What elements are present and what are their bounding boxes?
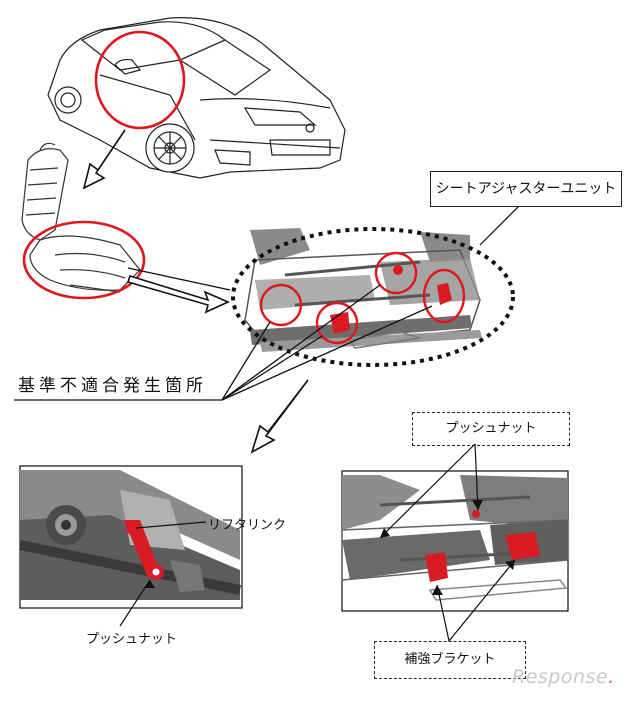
watermark-rest: esponse [525, 666, 609, 688]
seat-frame-drawing [244, 228, 482, 352]
reinforcement-bracket-label: 補強ブラケット [374, 641, 526, 679]
highlight-circle-seat [22, 220, 146, 300]
arrow-icon [126, 275, 230, 314]
response-watermark: Response. [512, 666, 615, 688]
car-drawing [47, 17, 346, 179]
push-nut-label-bottom: プッシュナット [86, 632, 178, 647]
seat-drawing [21, 142, 141, 293]
highlight-circle-4 [422, 268, 466, 324]
arrow-icon [250, 379, 309, 454]
watermark-dot: . [608, 666, 615, 688]
watermark-prefix: R [512, 666, 526, 688]
highlight-circle-1 [259, 283, 303, 327]
detail-left-drawing [18, 470, 242, 600]
seat-adjuster-unit-outline [231, 227, 515, 367]
seat-adjuster-unit-label: シートアジャスターユニット [430, 171, 622, 207]
nonconformity-location-label: 基準不適合発生箇所 [18, 376, 207, 396]
highlight-circle-car [94, 30, 186, 130]
arrow-icon [82, 129, 126, 190]
lifter-link-label: リフタリンク [208, 518, 287, 533]
highlight-circle-2 [315, 301, 359, 345]
push-nut-label-top: プッシュナット [412, 412, 570, 446]
highlight-circle-3 [374, 251, 418, 295]
detail-right-drawing [341, 475, 569, 601]
